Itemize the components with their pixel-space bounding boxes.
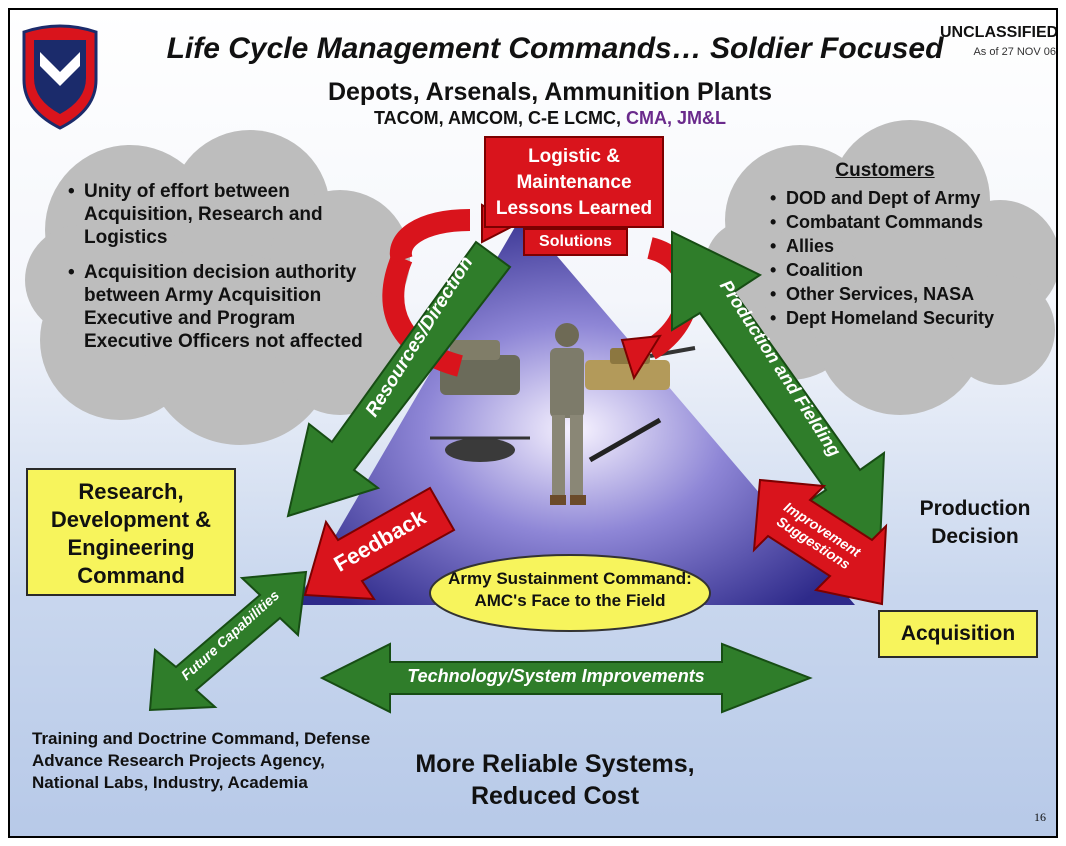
acquisition-label: Acquisition: [900, 622, 1016, 645]
customers-heading: Customers: [835, 160, 935, 181]
production-decision: Production Decision: [919, 497, 1031, 548]
commands-line: TACOM, AMCOM, C-E LCMC, CMA, JM&L: [210, 108, 890, 129]
as-of-date: As of 27 NOV 06: [973, 46, 1056, 58]
sustainment-label: Army Sustainment Command: AMC's Face to …: [448, 569, 692, 610]
customer-item: Dept Homeland Security: [770, 306, 1056, 330]
page-number: 16: [1034, 810, 1046, 824]
left-cloud-item: Unity of effort between Acquisition, Res…: [68, 180, 384, 249]
rdec-label: Research, Development & Engineering Comm…: [50, 479, 212, 588]
customers-list: DOD and Dept of Army Combatant Commands …: [770, 186, 1056, 330]
feedback-arrow[interactable]: [303, 486, 456, 601]
slide: Life Cycle Management Commands… Soldier …: [8, 8, 1058, 838]
outcome-text: More Reliable Systems, Reduced Cost: [415, 750, 695, 810]
solutions-label: Solutions: [539, 233, 612, 250]
customer-item: Other Services, NASA: [770, 282, 1056, 306]
rdec-box[interactable]: Research, Development & Engineering Comm…: [26, 468, 236, 596]
customer-item: DOD and Dept of Army: [770, 186, 1056, 210]
lessons-learned-box[interactable]: Logistic & Maintenance Lessons Learned: [484, 136, 664, 228]
customer-item: Allies: [770, 234, 1056, 258]
classification-label: UNCLASSIFIED: [940, 24, 1058, 41]
lessons-learned-label: Logistic & Maintenance Lessons Learned: [495, 146, 653, 219]
future-arrow[interactable]: [148, 570, 308, 712]
left-cloud-list: Unity of effort between Acquisition, Res…: [68, 180, 384, 353]
sustainment-cloud-shape: [429, 554, 711, 632]
commands-purple: CMA, JM&L: [625, 108, 726, 128]
technology-arrow[interactable]: [319, 642, 813, 714]
left-cloud-item: Acquisition decision authority between A…: [68, 261, 384, 353]
army-logo: [22, 24, 98, 130]
commands-black: TACOM, AMCOM, C-E LCMC,: [374, 108, 621, 128]
acquisition-box[interactable]: Acquisition: [878, 610, 1038, 658]
page-title: Life Cycle Management Commands… Soldier …: [166, 32, 944, 65]
customer-item: Coalition: [770, 258, 1056, 282]
red-arrowhead-right: [620, 334, 662, 381]
resources-arrow[interactable]: [286, 240, 512, 518]
improvement-arrow[interactable]: [752, 478, 888, 606]
customer-item: Combatant Commands: [770, 210, 1056, 234]
technology-label: Technology/System Improvements: [407, 666, 705, 686]
partners-text: Training and Doctrine Command, Defense A…: [32, 729, 371, 792]
subtitle: Depots, Arsenals, Ammunition Plants: [327, 78, 773, 106]
diagram-art: [22, 24, 1056, 714]
solutions-tab[interactable]: Solutions: [523, 228, 628, 256]
